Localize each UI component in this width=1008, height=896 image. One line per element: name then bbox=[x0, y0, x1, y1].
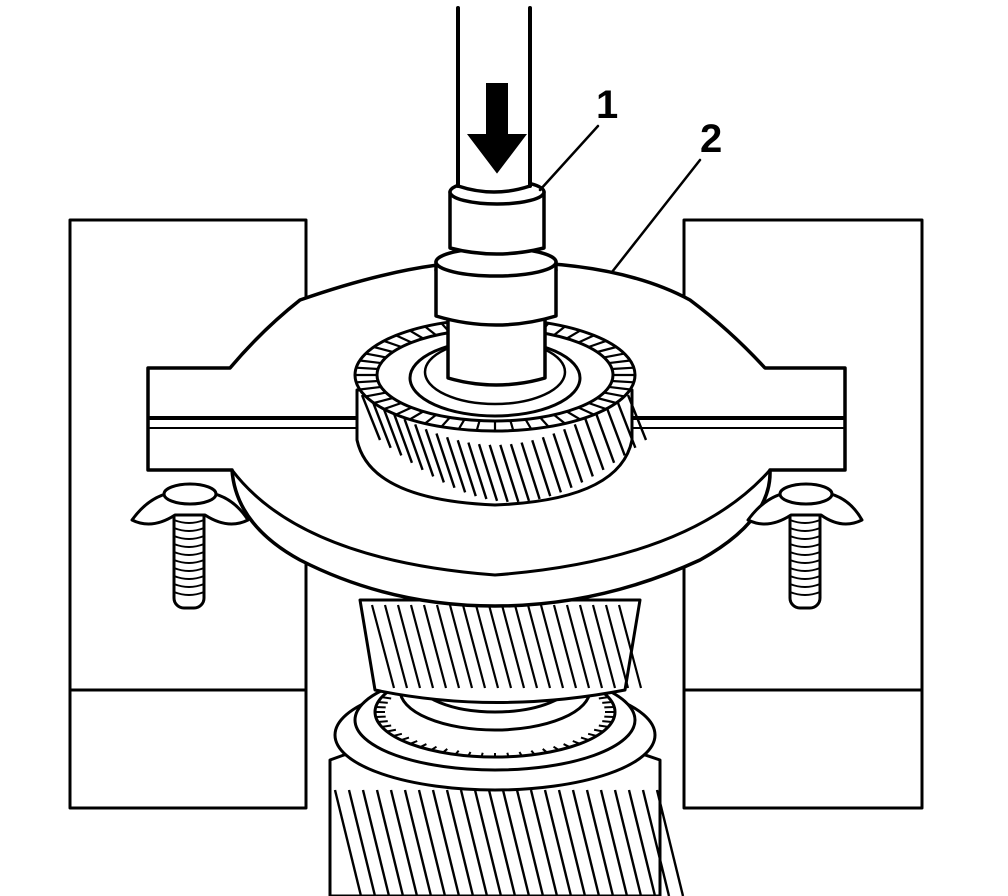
press-ram-installer bbox=[434, 0, 558, 387]
upper-helical-gear bbox=[353, 317, 648, 507]
down-arrow-icon bbox=[466, 83, 528, 174]
lower-gear-assembly bbox=[328, 598, 685, 896]
callout-2: 2 bbox=[700, 117, 722, 161]
right-wing-bolt bbox=[746, 482, 864, 610]
lower-gear-teeth bbox=[333, 789, 685, 896]
helical-teeth bbox=[360, 394, 648, 503]
middle-gear-teeth bbox=[370, 604, 643, 689]
gear-face-teeth bbox=[355, 319, 635, 431]
left-wing-bolt bbox=[130, 482, 250, 610]
callout-1: 1 bbox=[596, 83, 618, 127]
leader-lines bbox=[538, 124, 702, 274]
